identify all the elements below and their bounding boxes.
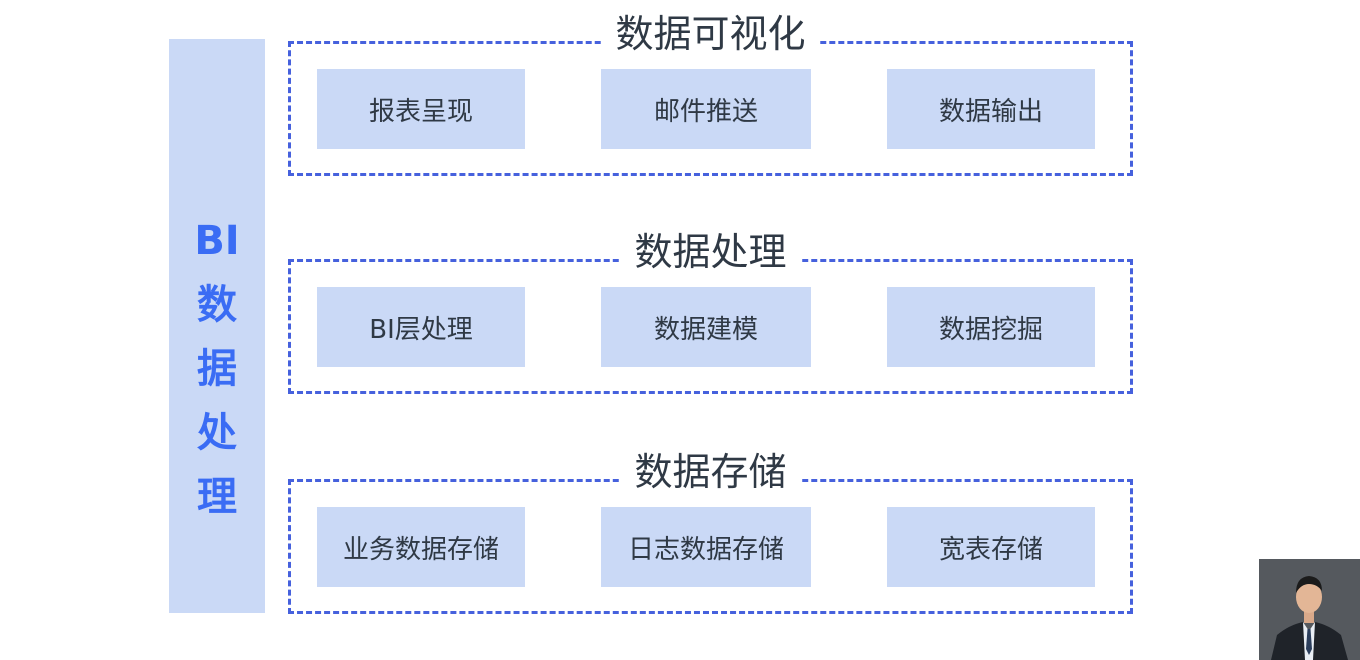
sidebar-title-char: 理 [197,474,237,520]
box-wide-table-storage: 宽表存储 [887,507,1095,587]
group-data-processing: 数据处理 BI层处理 数据建模 数据挖掘 [288,224,1133,394]
box-bi-layer: BI层处理 [317,287,525,367]
sidebar-title-char: 处 [197,410,237,456]
group-title: 数据存储 [620,444,801,500]
presenter-avatar-icon [1259,559,1360,660]
group-data-visualization: 数据可视化 报表呈现 邮件推送 数据输出 [288,6,1133,176]
box-business-storage: 业务数据存储 [317,507,525,587]
group-title: 数据处理 [620,224,801,280]
sidebar-title-char: 数 [197,282,237,328]
group-data-storage: 数据存储 业务数据存储 日志数据存储 宽表存储 [288,444,1133,614]
sidebar-title-char: BI [194,218,240,264]
box-email-push: 邮件推送 [601,69,811,149]
box-data-modeling: 数据建模 [601,287,811,367]
box-data-mining: 数据挖掘 [887,287,1095,367]
box-data-output: 数据输出 [887,69,1095,149]
sidebar-title-char: 据 [197,346,237,392]
box-log-storage: 日志数据存储 [601,507,811,587]
sidebar-bi-data-processing: BI 数 据 处 理 [169,39,265,613]
box-report: 报表呈现 [317,69,525,149]
group-title: 数据可视化 [601,6,820,62]
sidebar-title: BI 数 据 处 理 [169,209,265,529]
